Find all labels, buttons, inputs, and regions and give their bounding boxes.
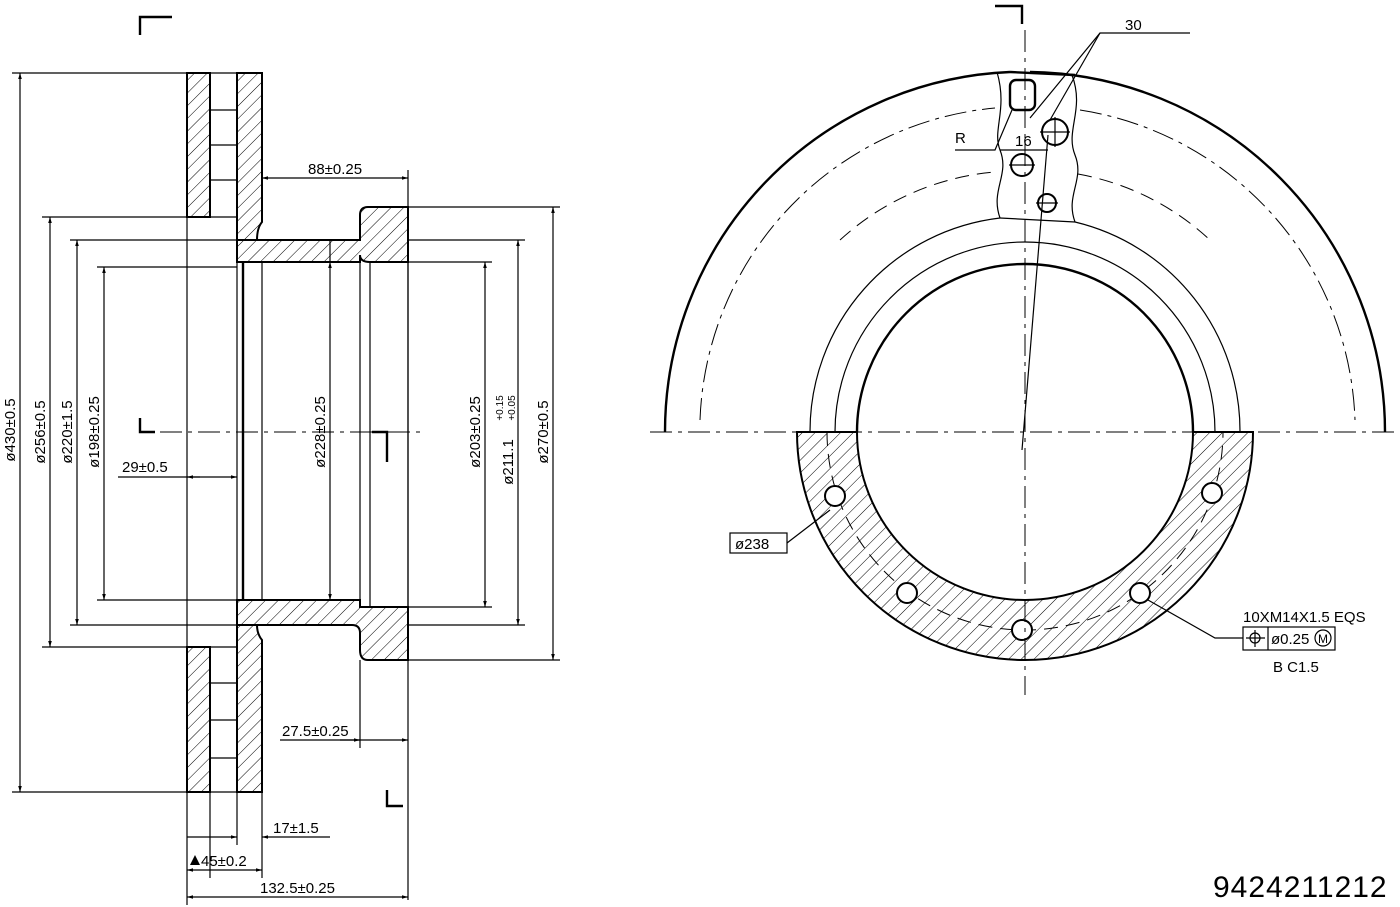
dim-d211-tol-lower: +0.05 <box>507 395 518 421</box>
part-number: 9424211212 <box>1213 871 1388 904</box>
dim-l17: 17±1.5 <box>273 820 319 837</box>
dim-l27-5: 27.5±0.25 <box>282 723 349 740</box>
dim-l88: 88±0.25 <box>308 161 362 178</box>
chamfer-note: B C1.5 <box>1273 659 1319 676</box>
dim-l132-5: 132.5±0.25 <box>260 880 335 897</box>
width-16: 16 <box>1015 133 1032 150</box>
dim-d211: ø211.1 <box>500 439 517 485</box>
thread-note: 10XM14X1.5 EQS <box>1243 609 1366 626</box>
dim-d211-tol-upper: +0.15 <box>495 395 506 421</box>
dim-l29: 29±0.5 <box>122 459 168 476</box>
dim-d430: ø430±0.5 <box>2 398 19 461</box>
material-condition: M <box>1318 632 1328 646</box>
dim-d198: ø198±0.25 <box>86 396 103 468</box>
dim-d220: ø220±1.5 <box>59 400 76 463</box>
dim-d256: ø256±0.5 <box>32 400 49 463</box>
dim-l45: 45±0.2 <box>201 853 247 870</box>
side-section-view: ø430±0.5 ø256±0.5 ø220±1.5 ø198±0.25 ø22… <box>2 4 1024 905</box>
pitch-diameter-box: ø238 <box>735 536 769 553</box>
mmc-circle-icon <box>1314 629 1332 647</box>
dim-d228: ø228±0.25 <box>312 396 329 468</box>
dim-d270: ø270±0.5 <box>535 400 552 463</box>
position-tolerance: ø0.25 <box>1271 631 1309 648</box>
radius-label: R <box>955 130 966 147</box>
section-marks <box>138 4 1024 808</box>
front-view: 30 R 16 ø238 10XM14X1.5 EQS ø0.25 M B C1… <box>650 17 1400 695</box>
dim-d203: ø203±0.25 <box>467 396 484 468</box>
delta-icon <box>190 855 200 865</box>
feature-control-frame: ø0.25 M <box>1242 626 1336 651</box>
angle-30: 30 <box>1125 17 1142 34</box>
